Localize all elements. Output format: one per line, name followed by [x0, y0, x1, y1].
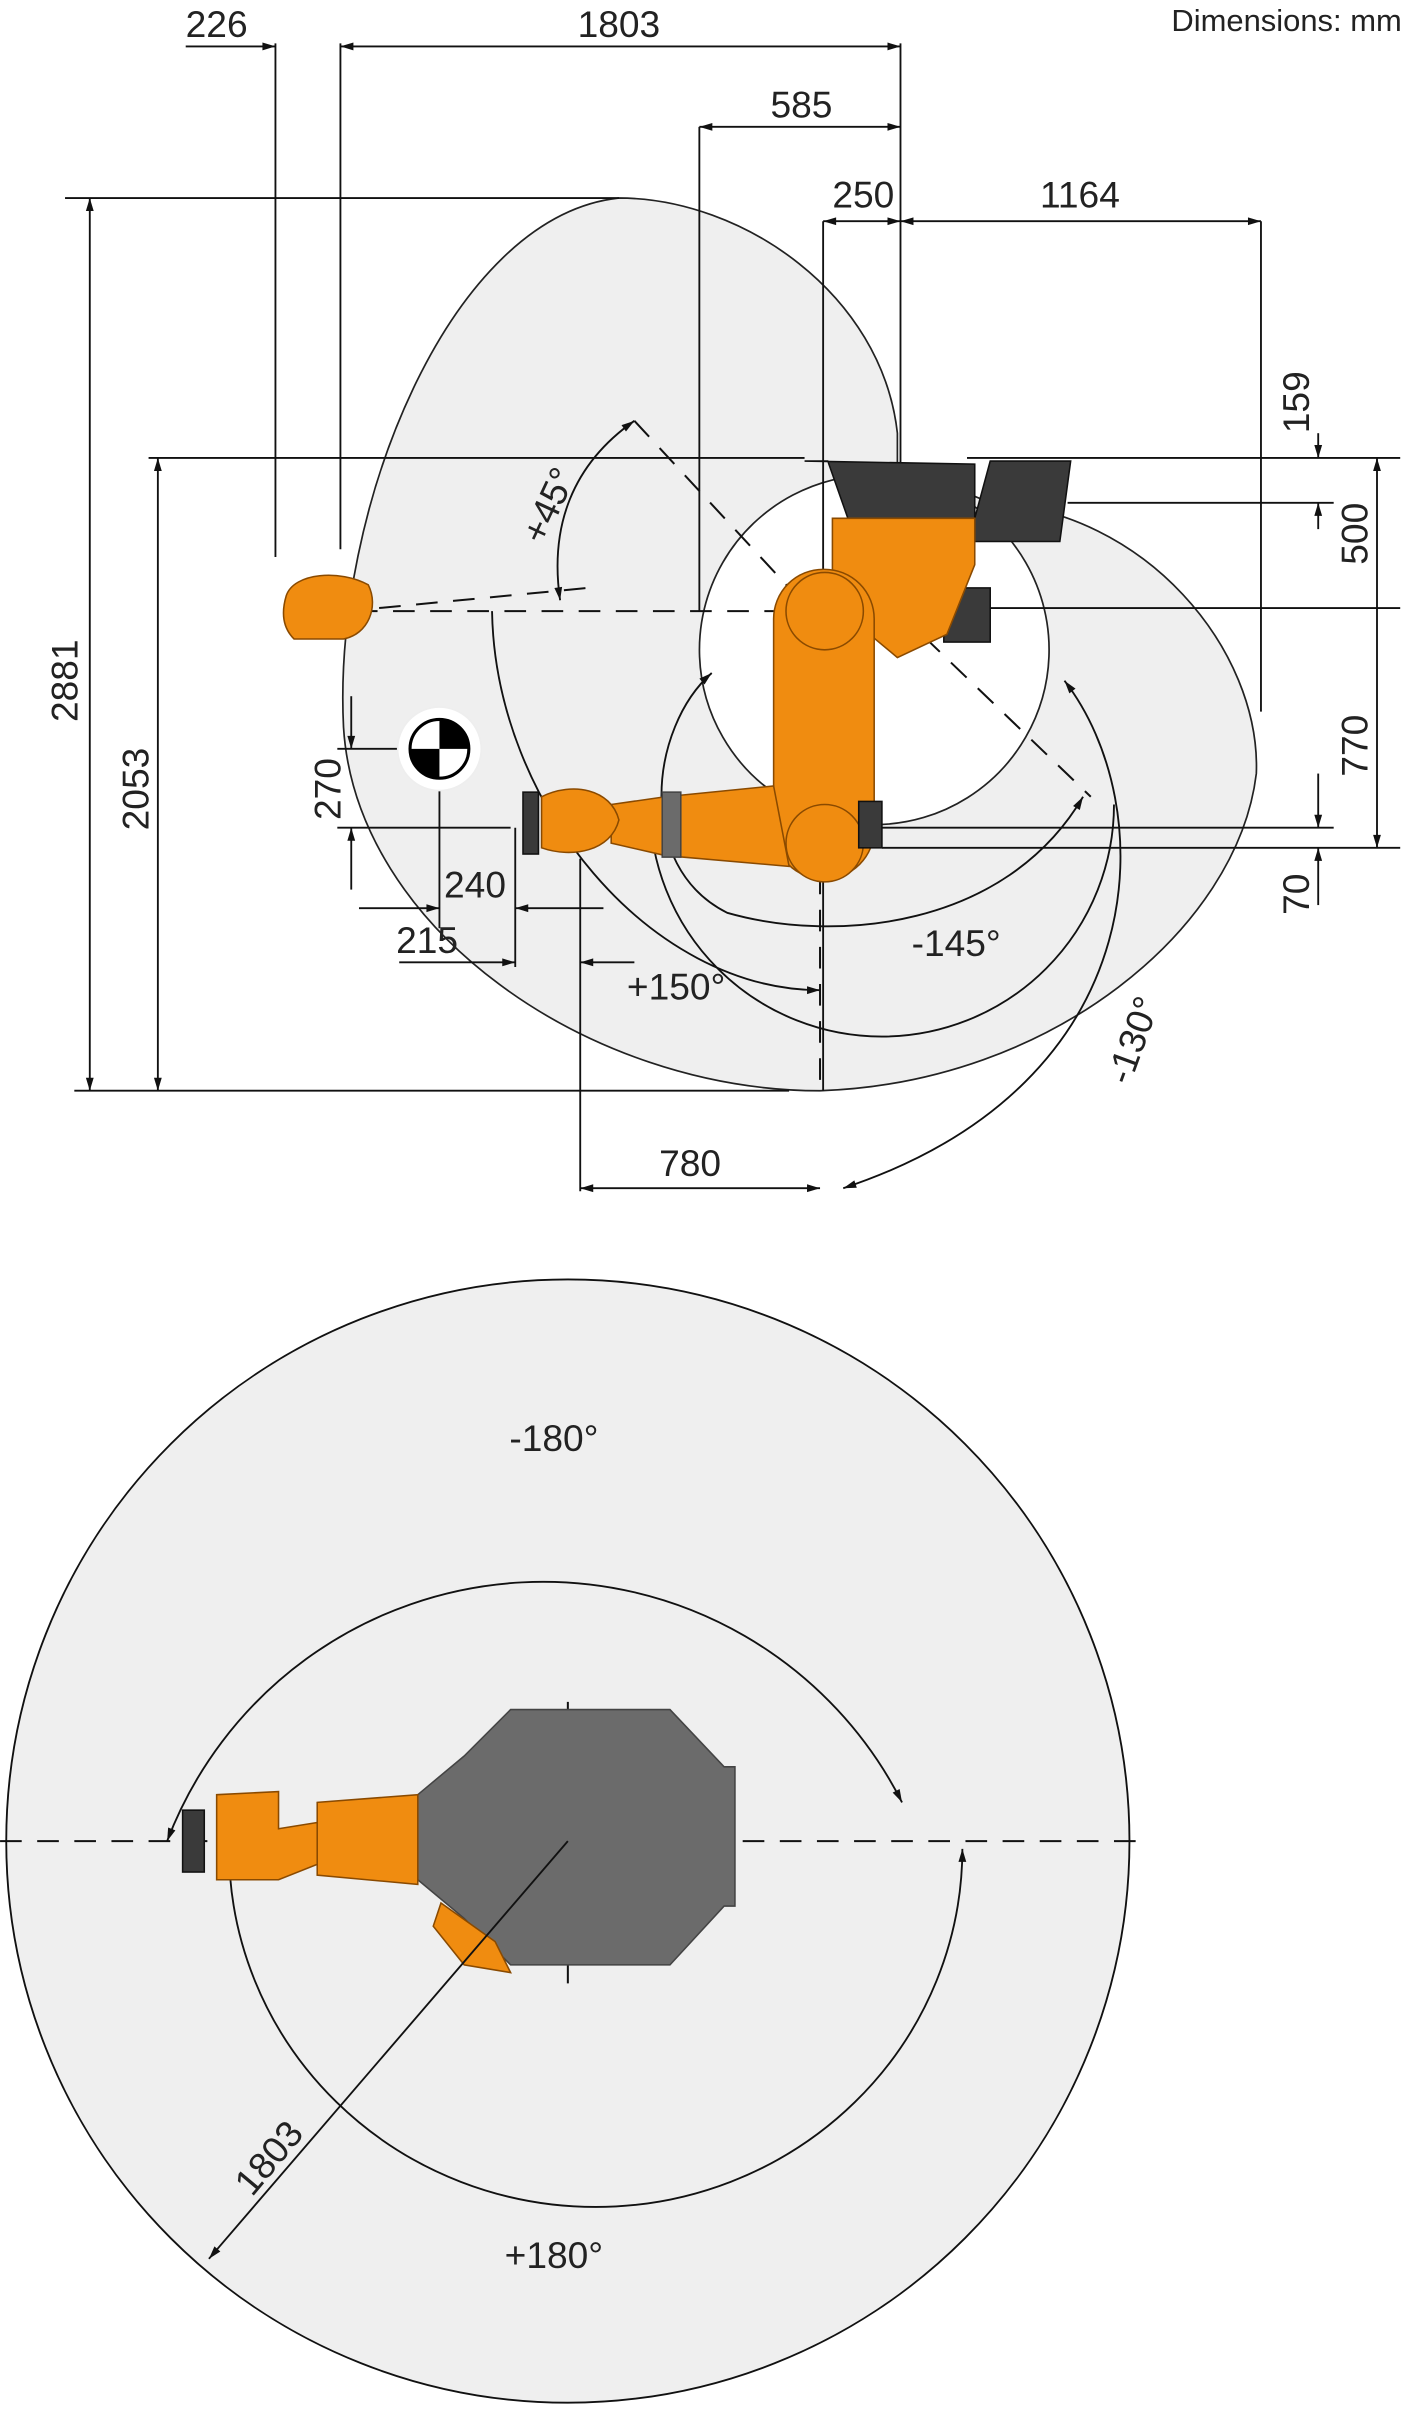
dim-226: 226	[186, 3, 248, 45]
dim-2881: 2881	[43, 639, 85, 722]
dim-585: 585	[770, 84, 832, 126]
angle-plus180: +180°	[505, 2234, 603, 2276]
angle-minus130: -130°	[1098, 991, 1168, 1089]
angle-minus145: -145°	[912, 922, 1001, 964]
angle-plus150: +150°	[627, 965, 725, 1007]
dim-780: 780	[659, 1142, 721, 1184]
robot-side-view	[282, 460, 1072, 883]
top-view: 1803 -180° +180°	[0, 1278, 1138, 2404]
dim-1803: 1803	[578, 3, 661, 45]
dim-770: 770	[1334, 715, 1376, 777]
dim-270: 270	[306, 758, 348, 820]
dimension-lines	[65, 42, 1401, 1193]
robot-top-view	[181, 1708, 736, 1974]
angle-minus180: -180°	[509, 1417, 598, 1459]
dim-500: 500	[1334, 503, 1376, 565]
side-view: 226 1803 585 250 1164 2881 2053 159 500 …	[43, 3, 1401, 1193]
dim-2053: 2053	[115, 748, 157, 831]
dim-240: 240	[444, 863, 506, 905]
dim-159: 159	[1275, 371, 1317, 433]
center-of-gravity-icon	[396, 706, 482, 792]
dim-215: 215	[396, 919, 458, 961]
units-label: Dimensions: mm	[1171, 3, 1401, 38]
dim-250: 250	[832, 173, 894, 215]
dim-70: 70	[1275, 874, 1317, 915]
dim-1164: 1164	[1040, 173, 1120, 215]
